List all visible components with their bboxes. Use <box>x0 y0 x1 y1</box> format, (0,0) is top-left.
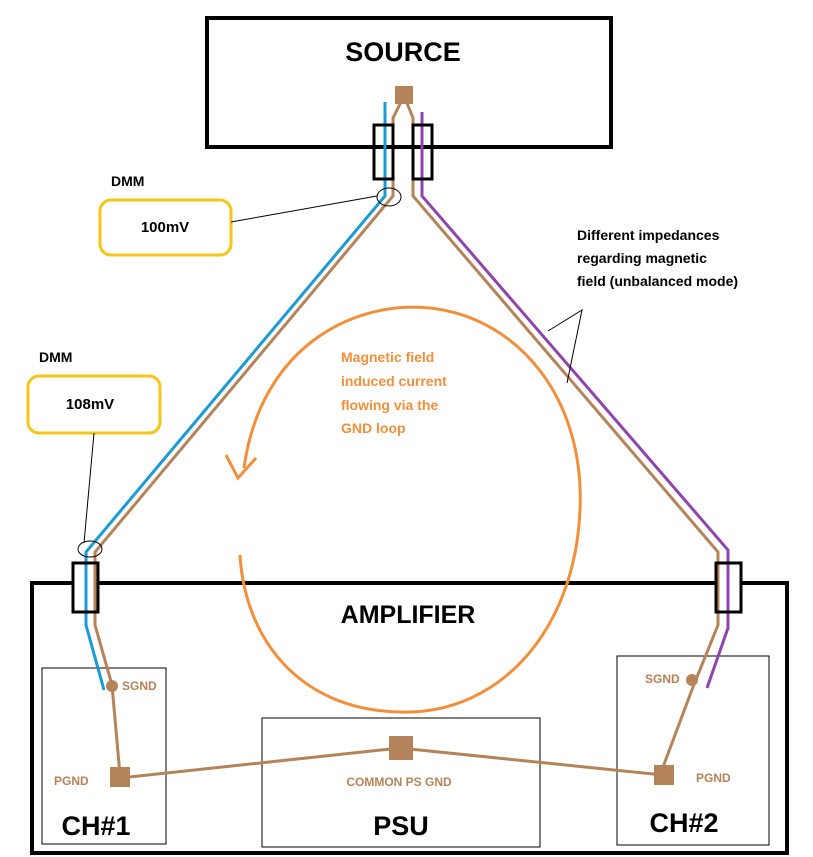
magnetic-line-4: GND loop <box>341 420 406 436</box>
source-connector-left <box>372 123 395 181</box>
dmm-left-probe <box>83 432 95 544</box>
ch2-sgnd-dot <box>686 674 698 686</box>
magnetic-line-3: flowing via the <box>341 397 438 413</box>
source-title: SOURCE <box>345 37 461 67</box>
impedance-annotation: Different impedances regarding magnetic … <box>577 227 738 289</box>
psu-gnd-label: COMMON PS GND <box>346 775 452 789</box>
cable1-signal-wire <box>84 102 387 691</box>
ch1-connector <box>71 561 100 614</box>
amplifier-title: AMPLIFIER <box>341 601 476 629</box>
ch2-pgnd-label: PGND <box>696 771 731 785</box>
psu-label: PSU <box>373 811 429 841</box>
ch1-sgnd-dot <box>106 680 118 692</box>
ch2-pgnd-terminal <box>654 765 674 785</box>
magnetic-loop <box>238 305 582 714</box>
magnetic-line-1: Magnetic field <box>341 349 434 365</box>
ch1-sgnd-label: SGND <box>122 679 157 693</box>
channel2-box <box>616 655 770 846</box>
impedance-line-3: field (unbalanced mode) <box>577 273 738 289</box>
dmm-top-probe-point <box>376 187 402 207</box>
impedance-line-2: regarding magnetic <box>577 250 707 266</box>
amplifier-box <box>30 581 789 855</box>
ch1-pgnd-terminal <box>110 767 130 787</box>
dmm-top-title: DMM <box>111 173 144 189</box>
dmm-left-reading: 108mV <box>66 396 114 413</box>
source-connector-right <box>411 123 434 181</box>
ch1-label: CH#1 <box>61 811 130 841</box>
impedance-line-1: Different impedances <box>577 227 720 243</box>
impedance-pointer <box>547 308 583 384</box>
dmm-left-probe-point <box>77 540 103 558</box>
ch2-connector <box>714 561 743 614</box>
magnetic-annotation: Magnetic field induced current flowing v… <box>341 349 451 436</box>
channel1-box <box>41 667 167 845</box>
ch2-sgnd-label: SGND <box>645 672 680 686</box>
psu-box <box>261 717 541 848</box>
psu-gnd-terminal <box>389 736 413 760</box>
source-box <box>205 16 613 149</box>
cable2-ground-wire <box>403 97 720 776</box>
ch1-pgnd-label: PGND <box>54 774 89 788</box>
source-ground-terminal <box>395 86 413 104</box>
ch2-label: CH#2 <box>649 808 718 838</box>
cable2-signal-wire <box>420 112 730 689</box>
dmm-left-title: DMM <box>39 349 72 365</box>
loop-arrowhead <box>224 454 258 481</box>
dmm-top-reading: 100mV <box>141 219 189 236</box>
magnetic-line-2: induced current <box>341 373 447 389</box>
dmm-top-box <box>98 198 233 257</box>
dmm-top-probe <box>230 195 378 223</box>
